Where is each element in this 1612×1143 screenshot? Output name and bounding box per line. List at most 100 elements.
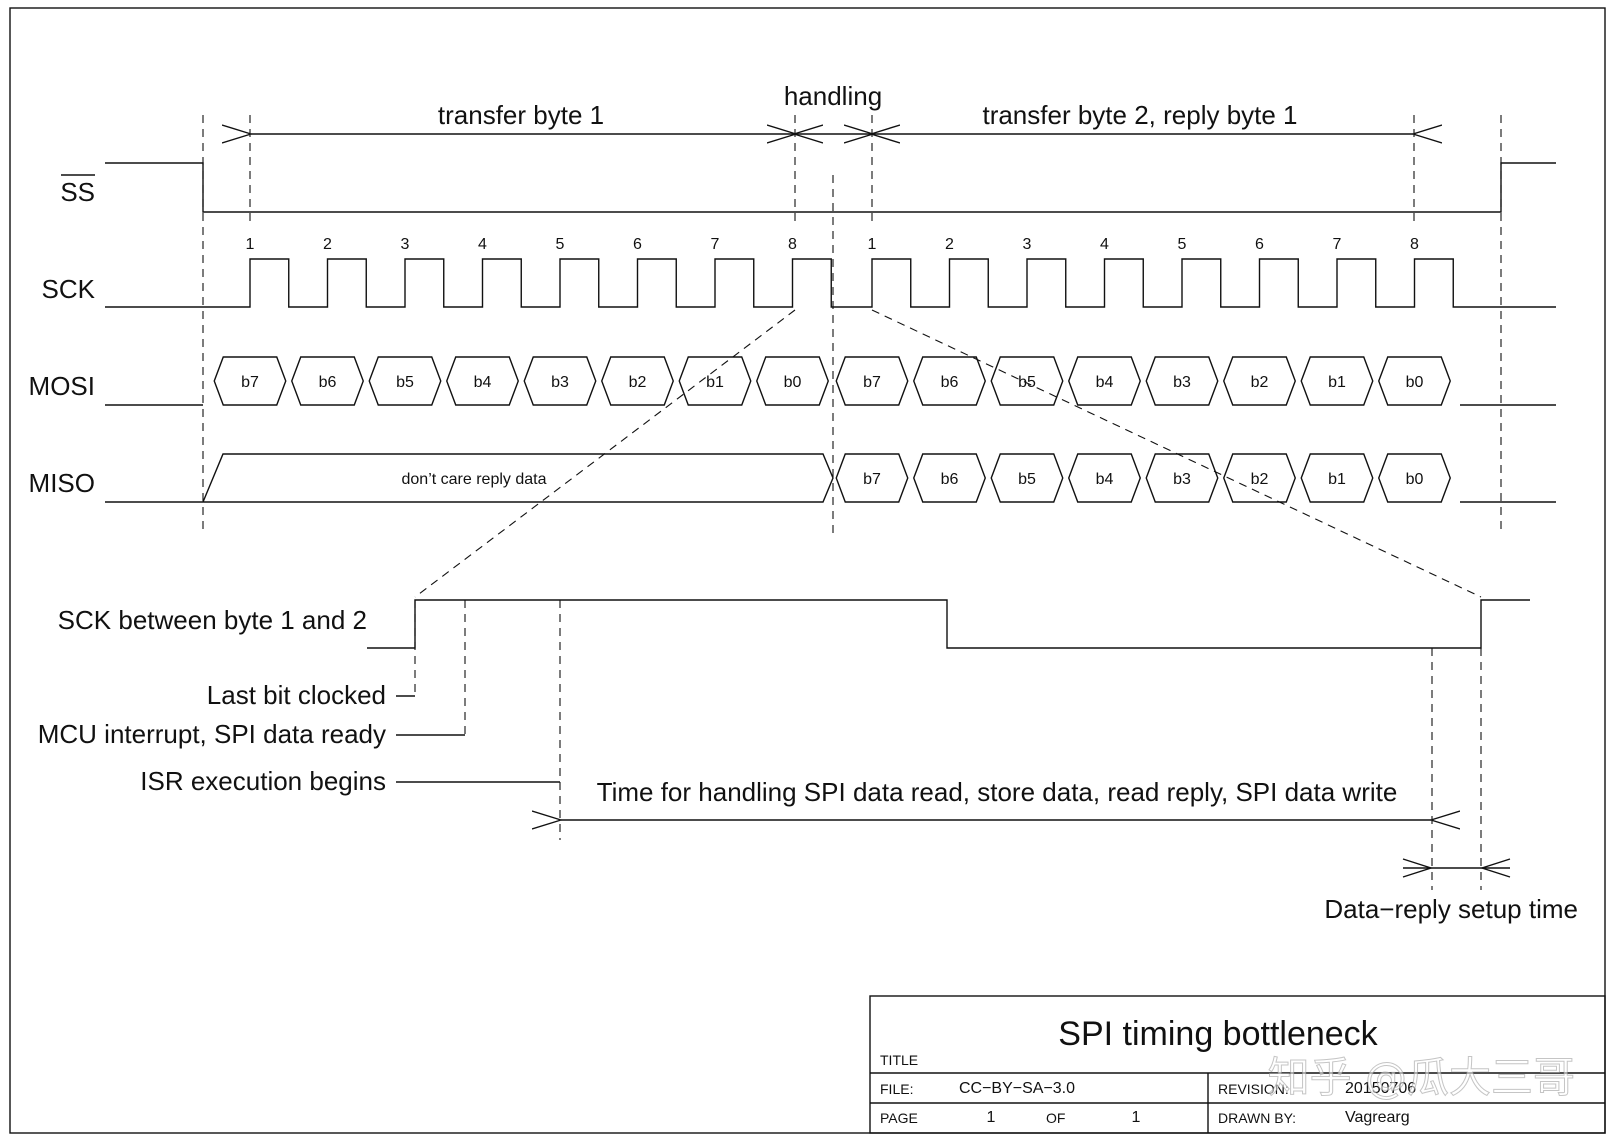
mosi-cell-11 [990,356,1064,406]
sck-detail-view: SCK between byte 1 and 2 Last bit clocke… [38,599,1578,924]
miso-bit-label-8: b0 [1406,471,1424,488]
ss-signal: SS [60,162,1556,213]
mosi-bit-label-4: b4 [474,374,492,391]
miso-dont-care-label: don’t care reply data [402,471,547,488]
mosi-cell-2 [291,356,364,406]
drawn-by-value: Vagrearg [1345,1109,1410,1126]
miso-cell-3 [990,453,1064,503]
mosi-cell-4 [446,356,519,406]
clock-number-12: 4 [1100,236,1109,253]
mosi-bit-label-12: b4 [1096,374,1114,391]
file-value: CC−BY−SA−3.0 [959,1080,1075,1097]
drawing-title: SPI timing bottleneck [1058,1015,1378,1053]
mosi-cell-5 [523,356,597,406]
miso-dont-care-region [202,453,834,503]
miso-label: MISO [29,468,95,498]
span-annotations: transfer byte 1 handling transfer byte 2… [251,81,1413,134]
miso-bit-label-6: b2 [1251,471,1269,488]
miso-cell-7 [1300,453,1374,503]
handling-time-label: Time for handling SPI data read, store d… [597,777,1398,807]
miso-bit-label-3: b5 [1018,471,1036,488]
clock-number-6: 6 [633,236,642,253]
title-block-frame [869,995,1606,1134]
sck-label: SCK [42,274,96,304]
sck-detail-waveform [367,599,1530,649]
mosi-bit-label-8: b0 [784,374,802,391]
transfer-byte-2-label: transfer byte 2, reply byte 1 [982,100,1297,130]
mosi-bit-label-13: b3 [1173,374,1191,391]
mosi-bit-label-16: b0 [1406,374,1424,391]
mosi-cell-12 [1068,356,1141,406]
drawing-frame [9,7,1606,1134]
mosi-cell-13 [1145,356,1219,406]
miso-cell-4 [1068,453,1141,503]
drawn-by-field-label: DRAWN BY: [1218,1110,1296,1126]
clock-number-4: 4 [478,236,487,253]
watermark: 知乎 @瓜大三哥 [1268,1053,1575,1102]
clock-number-15: 7 [1333,236,1342,253]
mosi-cell-6 [601,356,674,406]
clock-number-8: 8 [788,236,797,253]
mosi-cell-9 [835,356,909,406]
mosi-label: MOSI [29,371,95,401]
mosi-cell-8 [756,356,829,406]
clock-number-11: 3 [1023,236,1032,253]
setup-time-arrow-left [1402,858,1434,878]
reference-lines [202,115,1502,535]
zoom-guide-left [414,309,796,598]
sck-waveform [105,258,1556,308]
clock-number-16: 8 [1410,236,1419,253]
mosi-cell-16 [1378,356,1451,406]
clock-number-2: 2 [323,236,332,253]
clock-number-5: 5 [556,236,565,253]
mosi-cell-1 [213,356,287,406]
mosi-cell-7 [678,356,752,406]
miso-bit-label-4: b4 [1096,471,1114,488]
mcu-interrupt-label: MCU interrupt, SPI data ready [38,719,386,749]
handling-label: handling [784,81,882,111]
mosi-bit-label-2: b6 [319,374,337,391]
miso-cell-1 [835,453,909,503]
clock-number-7: 7 [711,236,720,253]
clock-number-13: 5 [1178,236,1187,253]
ss-label: SS [60,177,95,207]
mosi-bit-label-3: b5 [396,374,414,391]
of-value: 1 [1132,1109,1141,1126]
clock-number-3: 3 [401,236,410,253]
title-field-label: TITLE [880,1052,918,1068]
mosi-cell-10 [913,356,986,406]
revision-field-label: REVISION: [1218,1081,1289,1097]
last-bit-label: Last bit clocked [207,680,386,710]
clock-number-1: 1 [246,236,255,253]
miso-bit-label-2: b6 [941,471,959,488]
mosi-bit-label-1: b7 [241,374,259,391]
mosi-bit-label-7: b1 [706,374,724,391]
mosi-bit-label-10: b6 [941,374,959,391]
mosi-cell-3 [368,356,442,406]
transfer-byte-1-label: transfer byte 1 [438,100,604,130]
mosi-bit-label-9: b7 [863,374,881,391]
mosi-cell-15 [1300,356,1374,406]
title-block: SPI timing bottleneck TITLE FILE: CC−BY−… [869,995,1606,1134]
file-field-label: FILE: [880,1081,913,1097]
mosi-bit-label-15: b1 [1328,374,1346,391]
miso-bit-label-1: b7 [863,471,881,488]
revision-value: 20150706 [1345,1080,1416,1097]
miso-cell-2 [913,453,986,503]
mosi-bit-label-6: b2 [629,374,647,391]
clock-number-10: 2 [945,236,954,253]
miso-signal: MISO don’t care reply data b7 b6 b5 b4 b3 b2 b… [29,453,1556,503]
miso-cell-8 [1378,453,1451,503]
miso-bit-label-5: b3 [1173,471,1191,488]
of-field-label: OF [1046,1110,1065,1126]
mosi-bit-label-14: b2 [1251,374,1269,391]
mosi-bit-label-5: b3 [551,374,569,391]
ss-waveform [105,162,1556,213]
